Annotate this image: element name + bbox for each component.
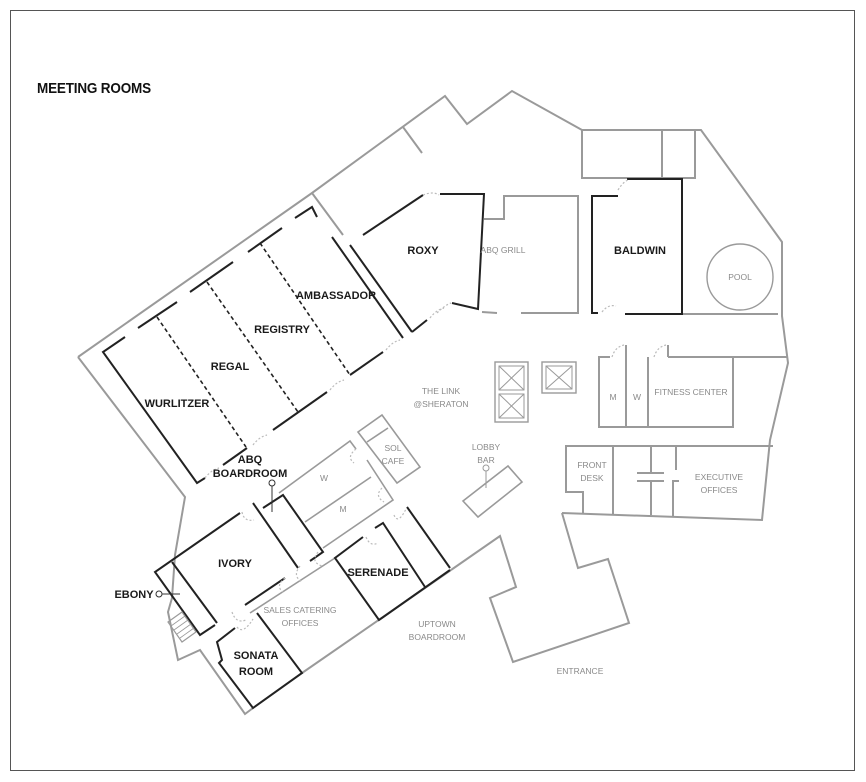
label-fitness-center: FITNESS CENTER <box>654 387 727 397</box>
sonata-walls <box>215 612 304 710</box>
west-rooms-walls <box>153 493 336 643</box>
label-uptown-boardroom-1: UPTOWN <box>418 619 456 629</box>
label-front-desk-2: DESK <box>580 473 603 483</box>
label-restroom-w: W <box>320 473 328 483</box>
label-the-link-1: THE LINK <box>422 386 461 396</box>
label-wurlitzer[interactable]: WURLITZER <box>145 398 210 410</box>
serenade-walls <box>333 506 451 622</box>
label-roxy[interactable]: ROXY <box>407 245 439 257</box>
label-pool: POOL <box>728 272 752 282</box>
ebony-pin-icon <box>155 590 180 598</box>
label-sol-cafe-1: SOL <box>384 443 401 453</box>
label-lobby-bar-2: BAR <box>477 455 494 465</box>
office-block <box>565 445 773 516</box>
label-uptown-boardroom-2: BOARDROOM <box>409 632 466 642</box>
fitness-block <box>598 344 734 428</box>
label-abq-boardroom-2[interactable]: BOARDROOM <box>213 468 288 480</box>
label-ivory[interactable]: IVORY <box>218 558 252 570</box>
lobby-bar-counter <box>461 464 524 519</box>
label-serenade[interactable]: SERENADE <box>347 567 408 579</box>
label-sonata-1[interactable]: SONATA <box>234 650 279 662</box>
abq-grill-walls <box>484 195 579 314</box>
label-sol-cafe-2: CAFE <box>382 456 405 466</box>
stairs-icon <box>167 611 197 643</box>
ballroom-walls <box>101 205 445 485</box>
abq-grill-wall <box>481 311 498 314</box>
label-entrance: ENTRANCE <box>557 666 604 676</box>
baldwin-walls <box>591 178 683 315</box>
label-restroom-m: M <box>339 504 346 514</box>
label-sonata-2[interactable]: ROOM <box>239 666 273 678</box>
label-lobby-bar-1: LOBBY <box>472 442 501 452</box>
label-abq-grill: ABQ GRILL <box>481 245 526 255</box>
label-baldwin[interactable]: BALDWIN <box>614 245 666 257</box>
map-title: MEETING ROOMS <box>37 80 151 97</box>
label-fitness-w: W <box>633 392 641 402</box>
sol-cafe-walls <box>356 413 422 485</box>
label-executive-offices-1: EXECUTIVE <box>695 472 744 482</box>
label-regal[interactable]: REGAL <box>211 361 250 373</box>
label-sales-catering-1: SALES CATERING <box>263 605 336 615</box>
label-abq-boardroom-1[interactable]: ABQ <box>238 454 263 466</box>
label-front-desk-1: FRONT <box>577 460 606 470</box>
label-ebony[interactable]: EBONY <box>114 589 154 601</box>
pool-shape <box>706 243 774 311</box>
elevators <box>494 361 577 423</box>
abq-boardroom-pin-icon <box>268 479 276 512</box>
roxy-walls <box>362 192 486 314</box>
map-frame <box>10 10 855 771</box>
label-sales-catering-2: OFFICES <box>282 618 319 628</box>
label-executive-offices-2: OFFICES <box>701 485 738 495</box>
restrooms-walls <box>278 439 395 549</box>
label-registry[interactable]: REGISTRY <box>254 324 310 336</box>
label-fitness-m: M <box>609 392 616 402</box>
label-the-link-2: @SHERATON <box>413 399 468 409</box>
label-ambassador[interactable]: AMBASSADOR <box>296 290 376 302</box>
